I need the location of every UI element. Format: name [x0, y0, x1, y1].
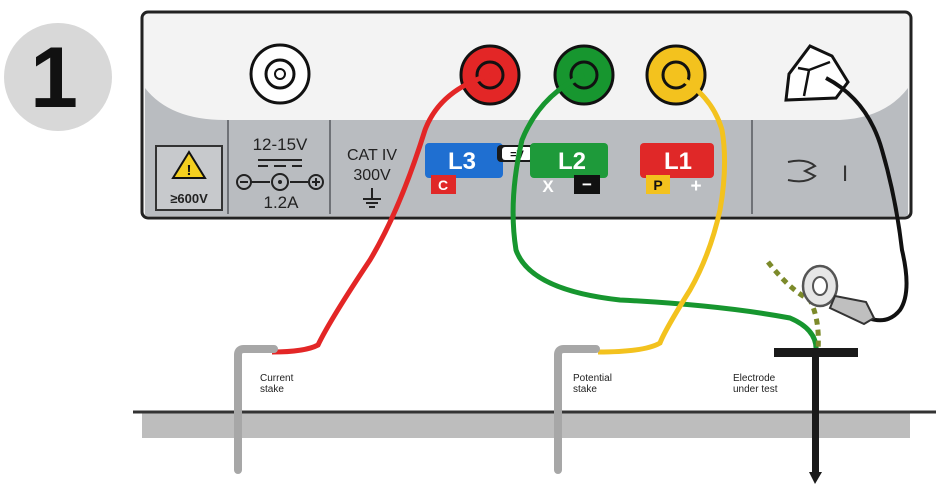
warning-label: ! ≥600V	[155, 145, 223, 211]
l3-label: L3 C	[425, 143, 503, 194]
green-lead	[510, 72, 819, 353]
svg-text:L3: L3	[448, 148, 476, 175]
electrode-label: Electrode under test	[733, 373, 778, 395]
svg-text:stake: stake	[260, 384, 284, 395]
instrument-panel: ! ≥600V 12-15V 1.2A CAT IV 300V	[140, 10, 913, 220]
black-lead	[825, 76, 909, 323]
svg-text:Electrode: Electrode	[733, 373, 776, 384]
svg-text:Current: Current	[260, 373, 294, 384]
warning-icon	[171, 150, 207, 179]
current-stake-label: Current stake	[260, 373, 294, 395]
step-number: 1	[30, 30, 78, 126]
power-spec: 12-15V 1.2A	[236, 135, 324, 212]
terminal-white[interactable]	[249, 43, 311, 105]
l1-label: L1 P +	[640, 143, 714, 197]
warning-voltage: ≥600V	[170, 191, 208, 206]
ground	[133, 410, 936, 438]
svg-text:L1: L1	[664, 148, 692, 175]
yellow-lead	[597, 72, 728, 355]
svg-text:X: X	[542, 177, 554, 196]
svg-text:C: C	[438, 177, 448, 193]
svg-text:I: I	[842, 161, 848, 186]
svg-text:!: !	[187, 162, 192, 179]
red-lead	[271, 72, 491, 355]
cat-voltage: 300V	[353, 167, 391, 184]
svg-text:L2: L2	[558, 148, 586, 175]
svg-text:−: −	[582, 175, 592, 194]
svg-text:+: +	[690, 176, 701, 197]
clamp-connector[interactable]	[784, 44, 850, 102]
step-badge: 1	[4, 23, 112, 131]
cat-rating-label: CAT IV	[347, 147, 397, 164]
dc-plug-icon	[271, 173, 289, 191]
l2-label: L2 X −	[530, 143, 608, 196]
current-stake	[234, 345, 278, 474]
potential-stake	[554, 345, 600, 474]
clamp-symbol: I	[787, 159, 848, 186]
svg-text:Potential: Potential	[573, 373, 612, 384]
power-current: 1.2A	[264, 193, 300, 212]
cat-rating: CAT IV 300V	[347, 147, 397, 208]
clamp-icon	[787, 159, 817, 183]
clamp-meter	[766, 260, 876, 351]
svg-text:stake: stake	[573, 384, 597, 395]
power-voltage: 12-15V	[253, 135, 308, 154]
plus-terminal-icon	[308, 174, 324, 190]
svg-text:P: P	[653, 177, 662, 193]
electrode	[774, 348, 858, 484]
potential-stake-label: Potential stake	[573, 373, 612, 395]
svg-text:under test: under test	[733, 384, 778, 395]
